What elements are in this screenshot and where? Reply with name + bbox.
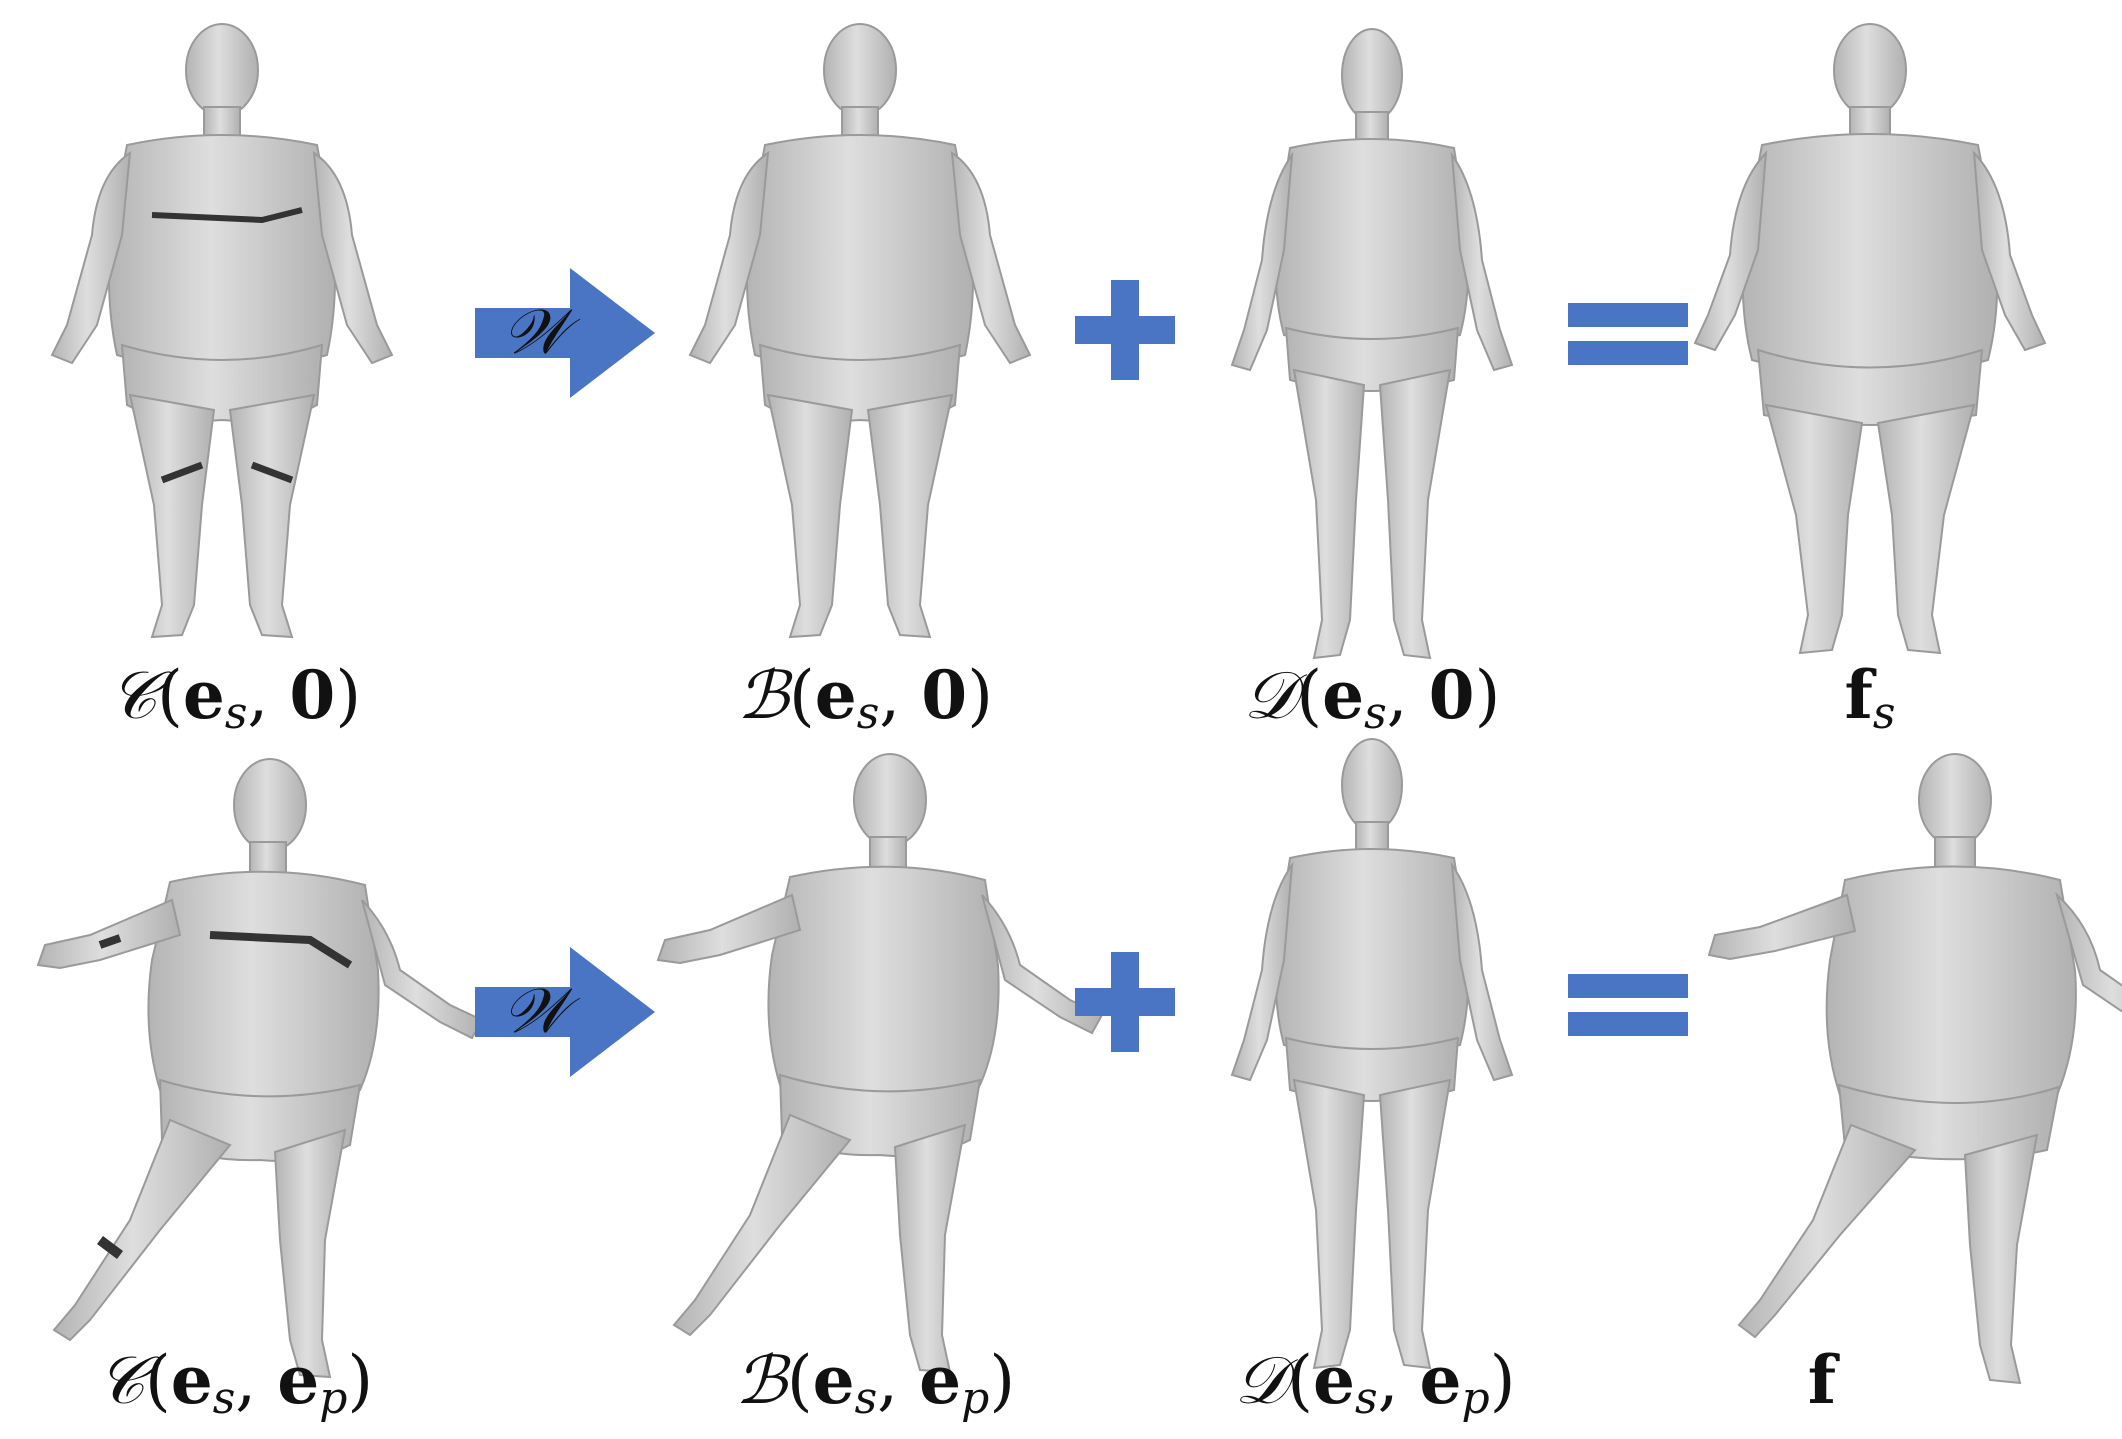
label-c-rest: 𝒞(es, 0) xyxy=(108,656,362,739)
mesh-c-posed xyxy=(37,758,483,1378)
mesh-d-posed xyxy=(1231,738,1513,1369)
label-d-posed: 𝒟(es, ep) xyxy=(1234,1341,1516,1424)
mesh-f xyxy=(1708,753,2122,1384)
equals-sign-row1 xyxy=(1568,303,1688,365)
label-b-rest: ℬ(es, 0) xyxy=(737,656,993,739)
mesh-fs xyxy=(1694,23,2046,654)
plus-sign-row2 xyxy=(1075,952,1175,1052)
warp-symbol-row1: 𝒲 xyxy=(502,295,568,368)
mesh-c-rest xyxy=(51,23,393,638)
label-fs: fs xyxy=(1844,656,1896,739)
warp-symbol-row2: 𝒲 xyxy=(502,974,568,1047)
label-f: f xyxy=(1807,1341,1837,1419)
mesh-b-rest xyxy=(689,23,1031,638)
label-d-rest: 𝒟(es, 0) xyxy=(1243,656,1501,739)
plus-sign-row1 xyxy=(1075,280,1175,380)
equals-sign-row2 xyxy=(1568,974,1688,1036)
mesh-b-posed xyxy=(657,753,1103,1373)
label-c-posed: 𝒞(es, ep) xyxy=(96,1341,374,1424)
mesh-d-rest xyxy=(1231,28,1513,659)
label-b-posed: ℬ(es, ep) xyxy=(734,1341,1016,1424)
